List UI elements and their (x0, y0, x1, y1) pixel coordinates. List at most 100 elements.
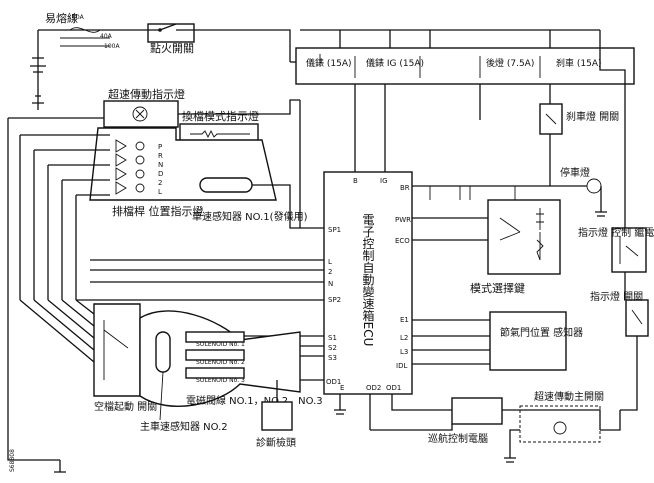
od-main-switch-box (519, 405, 601, 443)
indicator-switch-label: 指示燈 開關 (590, 290, 643, 303)
ecu-pin-n: N (328, 280, 333, 288)
solenoid-3 (185, 367, 245, 379)
cruise-control-label: 巡航控制電腦 (428, 432, 488, 445)
stop-light-switch-label: 刹車燈 開關 (566, 110, 619, 123)
gear-letter-r: R (158, 152, 163, 160)
ecu-pin-od2: OD2 (366, 384, 381, 392)
throttle-sensor-box (489, 311, 567, 371)
indicator-relay (611, 227, 647, 273)
od-indicator-box (103, 100, 179, 128)
gear-letter-2: 2 (158, 179, 162, 187)
fuse-link-rating: 80A (72, 14, 85, 21)
ecu-ground (334, 394, 346, 415)
indicator-switch (625, 299, 649, 337)
gear-letter-p: P (158, 143, 162, 151)
fuse-link-100a: 100A (104, 43, 120, 50)
neutral-start-switch (93, 303, 141, 397)
fuse-4: 刹車 (15A) (556, 57, 602, 69)
stop-lamp-label: 停車燈 (560, 166, 590, 179)
ecu-br-taps (429, 186, 516, 200)
solenoid-valve-label: 電磁閥線 NO.1，NO.2，NO.3 (186, 394, 323, 407)
stop-lamp-icon (586, 178, 602, 194)
gear-indicator-lamps (115, 139, 145, 195)
indicator-relay-label: 指示燈 控制 繼電器 (578, 226, 654, 239)
pattern-select-box (487, 199, 561, 275)
solenoid-1-label: SOLENOID No. 1 (196, 341, 245, 348)
ecu-pin-l3: L3 (400, 348, 408, 356)
gear-indicator-feed-wires (19, 135, 77, 300)
ecu-throttle-wires (412, 319, 490, 365)
main-speed-sensor-label: 主車速感知器 NO.2 (140, 420, 228, 433)
indicator-switch-contact (631, 309, 643, 325)
ecu-pin-eco: ECO (395, 237, 410, 245)
fuse-panel-outputs (354, 84, 551, 175)
ecu-box (323, 171, 413, 395)
fuse-dividers (354, 56, 541, 78)
diagnosis-connector (261, 401, 293, 431)
fuse-2: 儀錶 IG (15A) (366, 57, 424, 69)
od-indicator-wire (178, 99, 300, 115)
fuse-panel-top-wires (300, 29, 600, 48)
fuse-1-label: 儀錶 (15A) (306, 57, 352, 69)
battery-symbol (30, 57, 46, 104)
fuse-4-label: 刹車 (15A) (556, 57, 602, 69)
indicator-wiring (620, 200, 638, 411)
cruise-control-wire (370, 424, 453, 431)
ecu-left-harness (76, 259, 324, 301)
left-return-wire (7, 117, 104, 461)
ignition-contact-dot (158, 28, 162, 32)
diagram-id-code: S68808 (9, 449, 16, 472)
ecu-pin-s3: S3 (328, 354, 337, 362)
fuse-2-label: 儀錶 IG (15A) (366, 57, 424, 69)
solenoid-1 (185, 331, 245, 343)
stop-switch-contact (545, 113, 557, 125)
speed-sensor-1-label: 車速感知器 NO.1(發儀用) (192, 210, 308, 223)
gear-letter-l: L (158, 188, 162, 196)
ecu-pin-pwr: PWR (395, 216, 411, 224)
pattern-switch-contacts (499, 217, 521, 241)
neutral-switch-label: 空檔起動 開關 (94, 400, 157, 413)
speed-sensor-1-wire (252, 184, 324, 229)
solenoid-2 (185, 349, 245, 361)
pattern-select-label: 模式選擇鍵 (470, 281, 525, 295)
solenoid-2-label: SOLENOID No. 2 (196, 359, 245, 366)
ecu-pin-e1: E1 (400, 316, 409, 324)
shift-mode-label: 換檔模式指示燈 (182, 109, 259, 123)
ecu-pin-idl: IDL (396, 362, 407, 370)
indicator-relay-coil (619, 236, 639, 264)
fuse-link-label: 易熔線 (45, 11, 78, 25)
ecu-pin-br: BR (400, 184, 410, 192)
gear-indicator-label: 排檔桿 位置指示燈 (112, 204, 204, 218)
fuse-link-branch (60, 37, 110, 47)
ecu-pin-od1-left: OD1 (326, 378, 341, 386)
od-main-switch-lamp-icon (553, 421, 567, 435)
shift-mode-resistor (190, 129, 250, 139)
ecu-label: 電子控制自動變速箱ECU (361, 213, 375, 346)
neutral-switch-inputs (19, 299, 95, 363)
pattern-lamp-1 (536, 208, 544, 230)
ecu-pin-l: L (328, 258, 332, 266)
gear-indicator-inputs (20, 134, 110, 196)
ecu-pin-s2: S2 (328, 344, 337, 352)
stop-lamp-wiring (560, 185, 607, 217)
ecu-pin-sp2: SP2 (328, 296, 341, 304)
main-speed-sensor-leader (159, 371, 164, 421)
fuse-panel (295, 47, 635, 85)
fuse-link-symbol (69, 27, 101, 33)
fuse-1: 儀錶 (15A) (306, 54, 352, 69)
pattern-resistor (536, 232, 544, 261)
ecu-pattern-wires (412, 217, 500, 241)
od-lamp-icon (132, 106, 148, 122)
throttle-sensor-label: 節氣門位置 感知器 (500, 326, 583, 339)
ignition-switch-label: 點火開關 (150, 42, 194, 55)
solenoid-group: SOLENOID No. 1 SOLENOID No. 2 SOLENOID N… (185, 331, 245, 384)
ignition-switch-box (147, 23, 195, 43)
od-indicator-label: 超速傳動指示燈 (108, 87, 185, 101)
main-speed-sensor (155, 331, 171, 373)
fuse-link-40a: 40A (100, 33, 113, 40)
ecu-pin-sp1: SP1 (328, 226, 341, 234)
ecu-pin-2: 2 (328, 268, 332, 276)
ecu-pin-l2: L2 (400, 334, 408, 342)
ecu-pin-s1: S1 (328, 334, 337, 342)
